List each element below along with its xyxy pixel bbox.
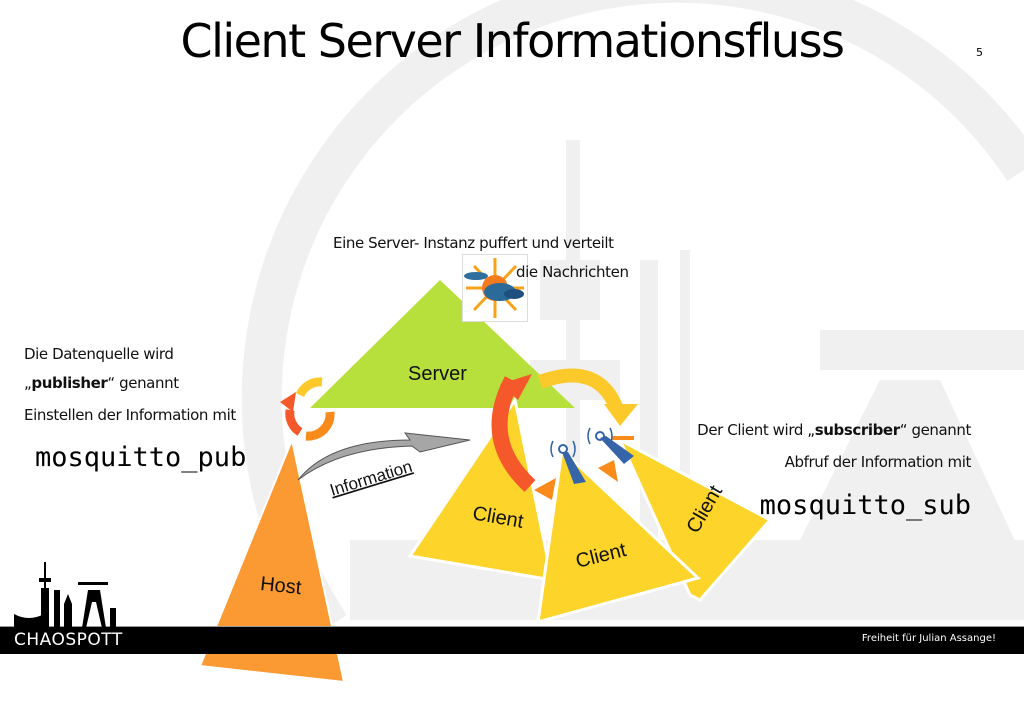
host-node [198, 436, 346, 684]
antenna-icon [587, 427, 634, 464]
information-arrow [297, 432, 471, 481]
publisher-command: mosquitto_pub [35, 442, 247, 473]
footer-bar [0, 626, 1024, 654]
subscriber-note-line1: Der Client wird „subscriber“ genannt [697, 421, 971, 439]
quote-open: „ [24, 374, 32, 392]
subscriber-prefix: Der Client wird „ [697, 421, 815, 439]
chaospott-logo-text: CHAOSPOTT [14, 630, 123, 650]
subscriber-term: subscriber [814, 421, 900, 439]
information-label: Information [328, 457, 415, 500]
upload-arrow [491, 376, 536, 492]
slide-title: Client Server Informationsfluss [180, 14, 845, 68]
page-number: 5 [976, 46, 983, 59]
publisher-note-line2: „publisher“ genannt [24, 374, 179, 392]
host-label: Host [259, 573, 303, 599]
publisher-note-line3: Einstellen der Information mit [24, 406, 236, 424]
publisher-term: publisher [31, 374, 108, 392]
client-node [536, 446, 701, 625]
subscriber-command: mosquitto_sub [759, 490, 971, 521]
server-node [310, 280, 575, 408]
publisher-note-line1: Die Datenquelle wird [24, 345, 174, 363]
antenna-icon [550, 440, 586, 484]
chaospott-skyline-logo [14, 562, 116, 628]
subscriber-suffix: “ genannt [899, 421, 972, 439]
server-note-line2: die Nachrichten [516, 263, 629, 281]
server-label: Server [408, 363, 467, 385]
quote-close: “ genannt [107, 374, 179, 392]
weather-sun-cloud-icon [462, 254, 528, 322]
subscriber-note-line2: Abfruf der Information mit [784, 453, 972, 471]
publisher-cycle-icon [280, 377, 335, 441]
footer-tagline: Freiheit für Julian Assange! [861, 633, 996, 644]
distribute-arrow [537, 368, 625, 415]
client-node [616, 436, 773, 602]
client-node [407, 396, 554, 582]
server-note-line1: Eine Server- Instanz puffert und verteil… [333, 234, 614, 252]
